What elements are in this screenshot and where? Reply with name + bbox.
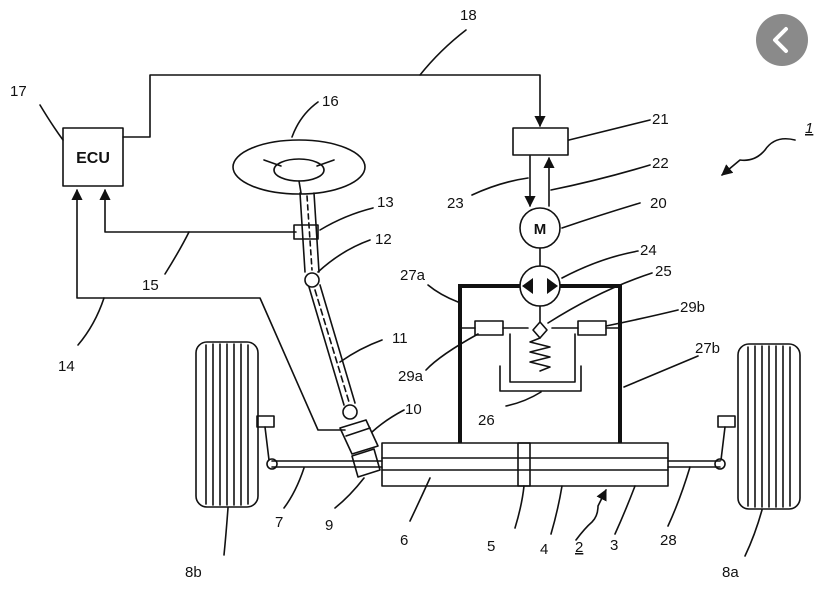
- label-13: 13: [377, 194, 394, 211]
- label-16: 16: [322, 93, 339, 110]
- chevron-left-icon: [773, 27, 788, 53]
- label-28: 28: [660, 532, 677, 549]
- valve-spring: [529, 337, 551, 372]
- label-29b: 29b: [680, 299, 705, 316]
- steering-shaft-upper: [299, 192, 320, 273]
- label-17: 17: [10, 83, 27, 100]
- label-10: 10: [405, 401, 422, 418]
- ecu-label: ECU: [76, 150, 110, 167]
- label-3: 3: [610, 537, 618, 554]
- signal-line-15: [99, 188, 297, 233]
- universal-joint-lower: [342, 404, 358, 420]
- signal-line-18: [122, 74, 546, 138]
- indicator-arrow-1: [721, 137, 796, 176]
- label-4: 4: [540, 541, 548, 558]
- label-25: 25: [655, 263, 672, 280]
- signal-line-14: [71, 188, 346, 431]
- ecu-box: ECU: [62, 127, 124, 187]
- label-27b: 27b: [695, 340, 720, 357]
- universal-joint-upper: [304, 272, 320, 288]
- label-11: 11: [392, 330, 408, 347]
- label-9: 9: [325, 517, 333, 534]
- back-button[interactable]: [756, 14, 808, 66]
- label-8b: 8b: [185, 564, 202, 581]
- relief-valve-left: [459, 320, 529, 336]
- label-12: 12: [375, 231, 392, 248]
- intermediate-shaft: [308, 284, 356, 406]
- label-21: 21: [652, 111, 669, 128]
- label-20: 20: [650, 195, 667, 212]
- pump: [519, 265, 561, 307]
- indicator-arrow-2: [575, 488, 607, 541]
- hydraulic-line-right: [560, 284, 622, 443]
- label-26: 26: [478, 412, 495, 429]
- label-2: 2: [575, 539, 583, 556]
- steering-gear-sensor: [339, 419, 381, 478]
- label-18: 18: [460, 7, 477, 24]
- label-6: 6: [400, 532, 408, 549]
- label-8a: 8a: [722, 564, 739, 581]
- controller-box: [512, 127, 569, 156]
- motor: M: [519, 207, 561, 249]
- motor-label: M: [534, 221, 547, 238]
- knuckle-left: [256, 415, 278, 470]
- label-27a: 27a: [400, 267, 426, 284]
- label-23: 23: [447, 195, 464, 212]
- relief-valve-right: [551, 320, 621, 336]
- label-24: 24: [640, 242, 657, 259]
- reservoir-tank: [499, 333, 582, 392]
- hydraulic-line-left: [458, 284, 520, 443]
- label-29a: 29a: [398, 368, 424, 385]
- reference-labels: 1 2 3 4 5 6 7 8a 8b 9 10 11 12 13 14 15 …: [10, 7, 813, 581]
- wheel-right: [737, 343, 801, 510]
- rack-and-cylinder: [381, 442, 669, 487]
- wheel-left: [195, 341, 259, 508]
- label-14: 14: [58, 358, 75, 375]
- check-valve: [532, 321, 548, 339]
- label-15: 15: [142, 277, 159, 294]
- label-5: 5: [487, 538, 495, 555]
- label-7: 7: [275, 514, 283, 531]
- label-1: 1: [805, 120, 813, 137]
- steering-wheel: [232, 139, 366, 195]
- leader-lines: [39, 29, 763, 557]
- label-22: 22: [652, 155, 669, 172]
- torque-sensor: [293, 224, 319, 240]
- knuckle-right: [714, 415, 736, 470]
